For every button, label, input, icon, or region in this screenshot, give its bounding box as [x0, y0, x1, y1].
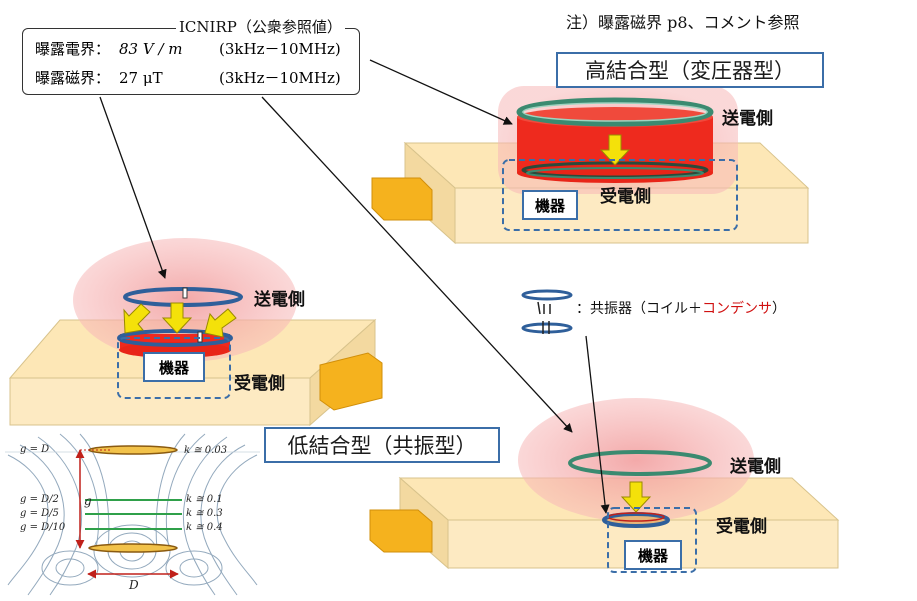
tx-label: 送電側 — [254, 290, 305, 310]
rx-label: 受電側 — [600, 187, 651, 207]
icnirp-row-range: (3kHz－10MHz) — [219, 40, 341, 58]
tx-label: 送電側 — [730, 457, 781, 477]
icnirp-row-label: 曝露電界： — [35, 40, 111, 58]
plot-label-k-03: k ≅ 0.3 — [186, 508, 223, 519]
resonator-legend-prefix: ：共振器（コイル＋ — [576, 301, 702, 317]
left-scene — [8, 238, 383, 427]
icnirp-reference-box: 曝露電界： 83 V / m (3kHz－10MHz) 曝露磁界： 27 μT (3kH… — [22, 28, 360, 95]
plot-label-g-d10: g = D/10 — [20, 522, 66, 533]
device-region — [117, 337, 231, 399]
icnirp-row-value: 83 V / m — [119, 40, 183, 58]
power-arrow — [204, 308, 237, 338]
icnirp-row-value: 27 μT — [119, 69, 163, 87]
icnirp-title: ICNIRP（公衆参照値） — [176, 20, 345, 35]
plot-label-k-01: k ≅ 0.1 — [186, 494, 223, 505]
tx-coil — [516, 97, 714, 127]
icnirp-row-range: (3kHz－10MHz) — [219, 69, 341, 87]
plot-label-g-d2: g = D/2 — [20, 494, 59, 505]
power-arrow — [599, 134, 631, 166]
note-text: 注）曝露磁界 p8、コメント参照 — [566, 13, 800, 32]
pointer-lines — [99, 59, 610, 514]
icnirp-row-efield: 曝露電界： 83 V / m (3kHz－10MHz) — [35, 38, 341, 59]
gold-block — [319, 352, 383, 411]
power-arrow — [123, 303, 151, 334]
power-arrow — [620, 481, 652, 513]
rx-label: 受電側 — [716, 517, 767, 537]
field-plot — [5, 433, 260, 596]
field-glow — [518, 398, 754, 522]
resonator-legend: ：共振器（コイル＋コンデンサ） — [576, 302, 786, 316]
device-region — [607, 507, 697, 573]
icnirp-row-bfield: 曝露磁界： 27 μT (3kHz－10MHz) — [35, 67, 341, 88]
resonator-legend-icon — [521, 289, 573, 334]
icnirp-row-label: 曝露磁界： — [35, 69, 111, 87]
low-coupling-scene — [369, 398, 840, 573]
resonator-legend-suffix: ） — [772, 301, 786, 317]
device-region — [502, 159, 738, 231]
rx-coil — [602, 512, 670, 528]
plot-label-g-d5: g = D/5 — [20, 508, 59, 519]
high-coupling-scene — [371, 86, 810, 245]
resonator-legend-highlight: コンデンサ — [702, 301, 772, 317]
plot-label-g-d: g = D — [20, 444, 50, 455]
gold-block — [369, 509, 433, 553]
plot-label-k-04: k ≅ 0.4 — [186, 522, 223, 533]
tx-coil — [568, 450, 712, 476]
tx-label: 送電側 — [722, 109, 773, 129]
rx-label: 受電側 — [234, 374, 285, 394]
plot-label-g: g — [84, 494, 92, 508]
device-box: 機器 — [522, 190, 578, 220]
device-box: 機器 — [624, 540, 682, 570]
power-arrow — [161, 302, 193, 334]
device-box: 機器 — [143, 352, 205, 382]
low-coupling-title: 低結合型（共振型） — [264, 427, 500, 463]
plot-label-k-003: k ≅ 0.03 — [184, 445, 228, 456]
gold-block — [371, 177, 433, 221]
plot-label-d: D — [129, 578, 139, 592]
high-coupling-title: 高結合型（変圧器型） — [556, 52, 824, 88]
